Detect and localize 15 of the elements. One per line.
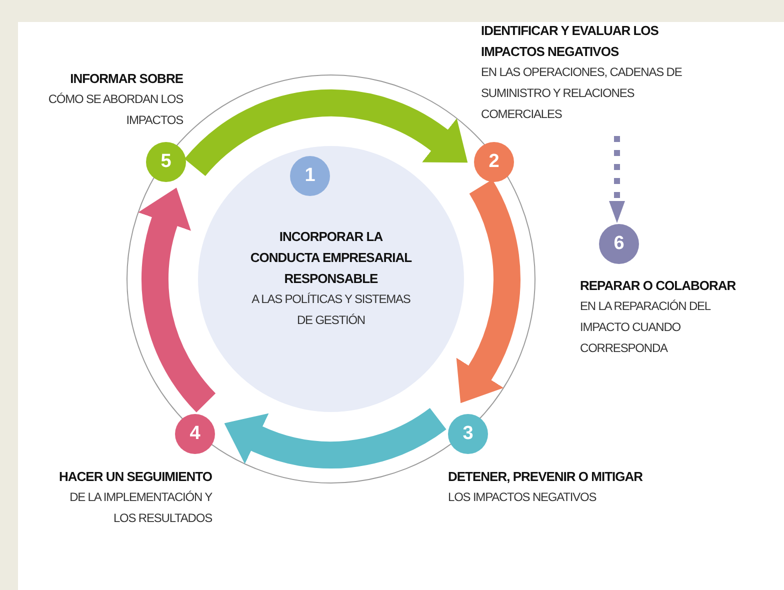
dotted-arrow <box>609 136 625 223</box>
body-text: A LAS POLÍTICAS Y SISTEMAS DE GESTIÓN <box>250 291 412 329</box>
body-text: EN LA REPARACIÓN DEL IMPACTO CUANDO CORRESPONDA <box>580 298 712 357</box>
heading-text: HACER UN SEGUIMIENTO <box>58 468 212 486</box>
body-text: LOS IMPACTOS NEGATIVOS <box>448 489 598 506</box>
heading-text: IDENTIFICAR Y EVALUAR LOS IMPACTOS NEGATIVOS <box>481 22 660 61</box>
body-text: EN LAS OPERACIONES, CADENAS DE SUMINISTRO Y RELACIONES COMERCIALES <box>481 64 683 123</box>
heading-text: REPARAR O COLABORAR <box>580 277 737 295</box>
number-badge: 1 <box>290 156 330 196</box>
curved-arrow <box>455 180 520 404</box>
body-text: DE LA IMPLEMENTACIÓN Y LOS RESULTADOS <box>68 489 212 527</box>
body-text: CÓMO SE ABORDAN LOS IMPACTOS <box>47 91 183 129</box>
heading-text: INFORMAR SOBRE <box>69 70 183 88</box>
heading-text: DETENER, PREVENIR O MITIGAR <box>448 468 644 486</box>
heading-text: INCORPORAR LA CONDUCTA EMPRESARIAL RESPONSABLE <box>249 228 413 288</box>
